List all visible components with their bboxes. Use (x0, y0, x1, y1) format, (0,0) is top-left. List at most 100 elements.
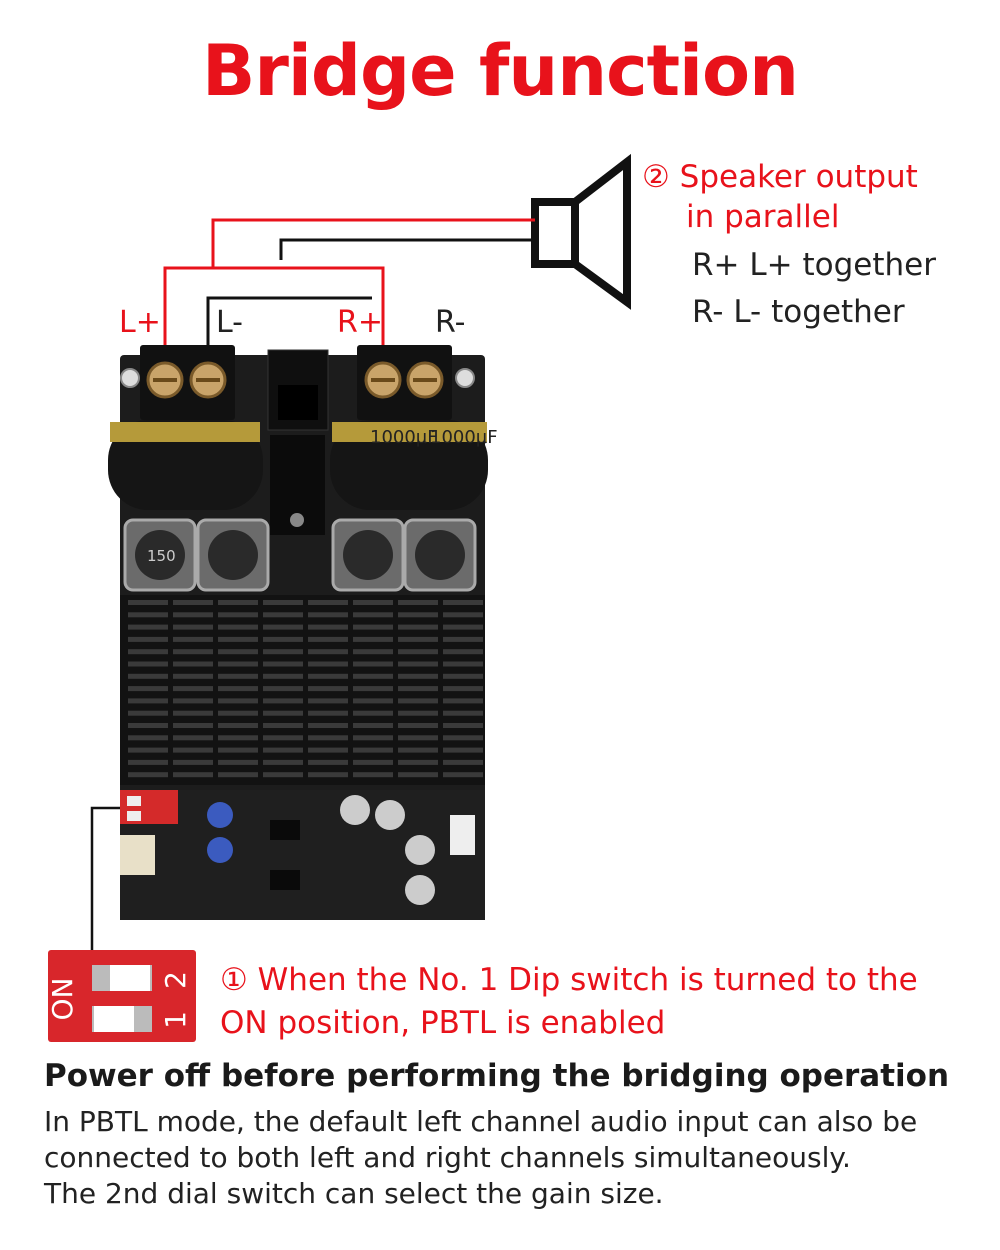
heatsink-fin (128, 649, 168, 655)
heatsink-fin (173, 673, 213, 679)
heatsink-fin (218, 636, 258, 642)
heatsink-fin (443, 723, 483, 728)
heatsink-fin (443, 612, 483, 618)
description-line-3: The 2nd dial switch can select the gain … (44, 1177, 664, 1210)
heatsink-fin (308, 772, 348, 778)
heatsink-fin (443, 661, 483, 667)
cap-label: 1000µF (370, 427, 438, 448)
heatsink-fin (173, 661, 213, 667)
heatsink-fin (443, 772, 483, 778)
heatsink-fin (263, 735, 303, 741)
heatsink-fin (398, 698, 438, 704)
small-dip-switch (120, 790, 178, 824)
heatsink-fin (398, 636, 438, 642)
heatsink-fin (263, 636, 303, 642)
heatsink-fin (398, 686, 438, 692)
red-wire (163, 218, 535, 345)
speaker-icon (531, 153, 631, 310)
description-line-1: In PBTL mode, the default left channel a… (44, 1105, 918, 1138)
heatsink-fin (443, 735, 483, 741)
heatsink-fin (308, 723, 348, 728)
heatsink-fin (443, 698, 483, 704)
heatsink-fin (263, 698, 303, 704)
heatsink-fin (263, 686, 303, 692)
dip-on-label: ON (46, 978, 79, 1021)
heatsink-fin (263, 723, 303, 728)
heatsink-fin (173, 612, 213, 618)
heatsink-fin (308, 710, 348, 716)
heatsink-fin (263, 747, 303, 753)
heatsink-fin (308, 649, 348, 655)
heatsink-fin (353, 600, 393, 605)
heatsink-fin (398, 772, 438, 778)
heatsink-fin (128, 612, 168, 618)
heatsink-fin (353, 747, 393, 753)
heatsink-fin (398, 723, 438, 728)
heatsink-fin (353, 698, 393, 704)
heatsink-fin (128, 673, 168, 679)
page-title: Bridge function (202, 30, 799, 112)
heatsink-fin (218, 624, 258, 630)
heatsink-fin (308, 612, 348, 618)
label-r-minus: R- (435, 305, 466, 340)
heatsink-fin (443, 673, 483, 679)
heatsink-fin (398, 710, 438, 716)
heatsink-fin (263, 649, 303, 655)
heatsink (120, 595, 485, 785)
dip-num-2: 2 (159, 971, 192, 989)
heatsink-fin (353, 673, 393, 679)
capacitors: 1000µF 1000µF (108, 420, 498, 510)
black-wire (206, 238, 535, 345)
heatsink-fin (218, 723, 258, 728)
heatsink-fin (173, 759, 213, 765)
heatsink-fin (308, 636, 348, 642)
heatsink-fin (308, 698, 348, 704)
heatsink-fin (443, 759, 483, 765)
heatsink-fin (128, 661, 168, 667)
heatsink-fin (308, 661, 348, 667)
heatsink-fin (443, 636, 483, 642)
heatsink-fin (398, 600, 438, 605)
heatsink-fin (308, 735, 348, 741)
heatsink-fin (308, 600, 348, 605)
heatsink-fin (398, 612, 438, 618)
heatsink-fin (173, 624, 213, 630)
heatsink-fin (398, 661, 438, 667)
terminal-block-right (357, 345, 452, 420)
heatsink-fin (443, 600, 483, 605)
heatsink-fin (263, 673, 303, 679)
heatsink-fin (353, 723, 393, 728)
heatsink-fin (173, 747, 213, 753)
heatsink-fin (308, 624, 348, 630)
heatsink-fin (128, 636, 168, 642)
heatsink-fin (353, 612, 393, 618)
heatsink-fin (443, 649, 483, 655)
heatsink-fin (173, 723, 213, 728)
heatsink-fin (218, 673, 258, 679)
heatsink-fin (218, 612, 258, 618)
cap-label-2: 1000µF (430, 427, 498, 448)
heatsink-fin (218, 600, 258, 605)
heatsink-fin (308, 759, 348, 765)
heatsink-fin (398, 759, 438, 765)
dip-note-line1: ① When the No. 1 Dip switch is turned to… (220, 962, 918, 998)
speaker-note-line4: R- L- together (692, 294, 905, 330)
heatsink-fin (218, 710, 258, 716)
heatsink-fin (353, 624, 393, 630)
heatsink-fin (263, 600, 303, 605)
terminal-block-left (140, 345, 235, 420)
heatsink-fin (128, 723, 168, 728)
heatsink-fin (128, 772, 168, 778)
heatsink-fin (308, 686, 348, 692)
label-l-plus: L+ (119, 305, 161, 340)
heatsink-fin (218, 686, 258, 692)
heatsink-fin (353, 735, 393, 741)
heatsink-fin (353, 772, 393, 778)
dip-note-line2: ON position, PBTL is enabled (220, 1005, 666, 1041)
heatsink-fin (218, 759, 258, 765)
dip-num-1: 1 (159, 1011, 192, 1029)
heatsink-fin (128, 759, 168, 765)
speaker-note-line2: in parallel (686, 199, 840, 235)
heatsink-fin (218, 698, 258, 704)
heatsink-fin (173, 698, 213, 704)
